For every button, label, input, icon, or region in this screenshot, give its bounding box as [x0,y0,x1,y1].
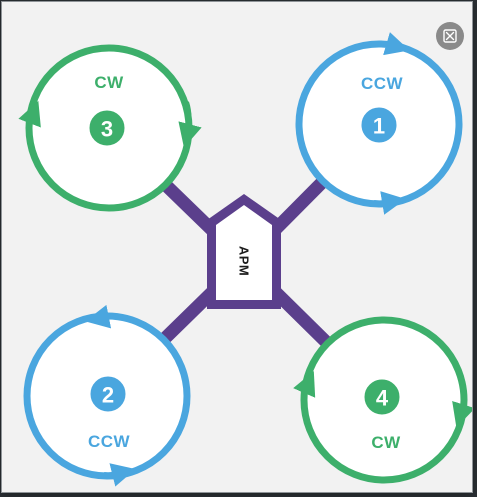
rotor-4-direction: CW [371,433,401,452]
rotor-2-direction: CCW [88,432,131,451]
rotor-1-direction: CCW [361,74,404,93]
rotor-2: CCW 2 [23,304,191,487]
image-viewer: APM CCW 1 CCW 2 [2,2,472,492]
rotor-4: CW 4 [293,316,472,484]
rotation-arrow-icon [85,304,127,329]
rotor-1-number: 1 [373,114,385,139]
quadcopter-motor-diagram: APM CCW 1 CCW 2 [18,32,472,487]
rotor-1: CCW 1 [295,32,463,215]
rotor-2-hub [87,373,129,415]
rotation-arrow-icon [293,371,316,417]
rotation-arrow-icon [373,191,406,215]
apm-flight-controller: APM [207,194,281,309]
rotor-3-hub [86,107,128,149]
close-button[interactable] [436,22,464,50]
rotation-arrow-icon [178,101,202,148]
rotor-4-hub [361,376,403,418]
rotation-arrow-icon [364,32,410,56]
rotor-4-number: 4 [376,386,389,411]
apm-label: APM [237,246,252,276]
rotor-3-number: 3 [101,117,113,142]
rotor-3-direction: CW [94,73,124,92]
rotor-1-hub [358,104,400,146]
rotation-arrow-icon [18,100,41,149]
rotor-2-number: 2 [102,383,114,408]
close-icon [443,29,457,43]
apm-board-face [216,205,272,300]
rotor-group: CCW 1 CCW 2 CW 3 [18,32,472,487]
rotation-arrow-icon [452,379,472,428]
rotation-arrow-icon [103,463,136,487]
rotor-3: CW 3 [18,44,202,212]
